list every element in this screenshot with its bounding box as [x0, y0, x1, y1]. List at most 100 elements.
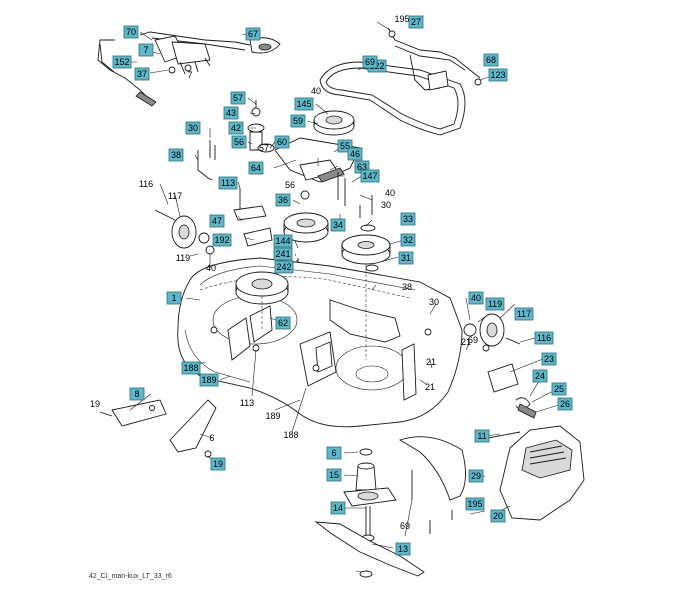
part-number: 38: [171, 150, 181, 160]
part-number-189: 189: [265, 411, 280, 421]
part-callout-23: 23: [541, 352, 557, 366]
part-number: 24: [535, 371, 545, 381]
part-number: 33: [403, 214, 413, 224]
mower-deck-housing: [177, 257, 463, 428]
part-number-30: 30: [429, 297, 439, 307]
part-number-116: 116: [139, 179, 153, 189]
hanger-bracket-left: [99, 399, 217, 458]
part-callout-59: 59: [290, 114, 306, 128]
part-callout-14: 14: [330, 501, 346, 515]
part-number-30: 30: [381, 200, 391, 210]
part-number: 152: [114, 57, 129, 67]
part-callout-20: 20: [490, 509, 506, 523]
part-number: 55: [340, 141, 350, 151]
part-number: 60: [277, 137, 287, 147]
drawing-code: 42_CI_man-kux_LT_33_r6: [89, 573, 172, 580]
part-number: 7: [143, 45, 148, 55]
part-number-19: 19: [90, 399, 100, 409]
part-number: 242: [276, 262, 291, 272]
gauge-wheel-right: [463, 313, 521, 352]
part-number: 34: [333, 220, 343, 230]
pulley-32: [341, 224, 391, 272]
part-number: 6: [331, 448, 336, 458]
part-callout-34: 34: [330, 218, 346, 232]
part-number: 29: [471, 471, 481, 481]
part-callout-25: 25: [551, 382, 567, 396]
part-number: 40: [471, 293, 481, 303]
part-callout-29: 29: [468, 469, 484, 483]
part-number: 119: [488, 299, 502, 309]
part-number: 62: [278, 318, 288, 328]
part-callout-64: 64: [248, 161, 264, 175]
part-callout-188: 188: [181, 361, 201, 375]
leader-lines: [118, 21, 563, 573]
part-number: 147: [362, 171, 377, 181]
part-callout-62: 62: [275, 316, 291, 330]
part-number-117: 117: [168, 191, 182, 201]
part-callout-33: 33: [400, 212, 416, 226]
part-callout-113: 113: [218, 176, 238, 190]
part-callout-37: 37: [134, 67, 150, 81]
part-callout-32: 32: [400, 233, 416, 247]
part-number: 15: [329, 470, 339, 480]
part-number: 192: [214, 235, 229, 245]
part-callout-43: 43: [223, 106, 239, 120]
part-callout-123: 123: [488, 68, 508, 82]
part-callout-11: 11: [474, 429, 490, 443]
part-callout-15: 15: [326, 468, 342, 482]
part-callout-46: 46: [347, 147, 363, 161]
part-number: 23: [544, 354, 554, 364]
part-number: 26: [560, 399, 570, 409]
part-number-21: 21: [461, 337, 471, 347]
part-number-40: 40: [311, 86, 321, 96]
part-number: 8: [134, 389, 139, 399]
lift-lever-assembly: [97, 31, 281, 107]
part-number: 32: [403, 235, 413, 245]
part-callout-241: 241: [273, 247, 293, 261]
part-callout-152: 152: [112, 55, 132, 69]
part-number: 116: [537, 333, 551, 343]
part-number: 123: [490, 70, 505, 80]
part-number: 56: [234, 137, 244, 147]
part-number-113: 113: [240, 398, 254, 408]
part-number: 47: [212, 216, 222, 226]
part-callout-40: 40: [468, 291, 484, 305]
part-callout-27: 27: [408, 15, 424, 29]
part-callout-192: 192: [212, 233, 232, 247]
part-number: 195: [467, 499, 482, 509]
part-number: 25: [554, 384, 564, 394]
part-number: 14: [333, 503, 343, 513]
part-number: 113: [221, 178, 235, 188]
part-callout-30: 30: [185, 121, 201, 135]
part-number: 11: [477, 431, 486, 441]
part-callout-24: 24: [532, 369, 548, 383]
part-number: 70: [126, 27, 136, 37]
part-callout-13: 13: [395, 542, 411, 556]
idler-pulley-145: [313, 110, 355, 136]
part-callout-36: 36: [275, 193, 291, 207]
gauge-wheel-left: [154, 209, 215, 255]
part-number-6: 6: [209, 433, 214, 443]
part-number: 68: [486, 55, 496, 65]
part-number: 46: [350, 149, 360, 159]
part-number: 37: [137, 69, 147, 79]
part-callout-68: 68: [483, 53, 499, 67]
part-number: 43: [226, 108, 236, 118]
part-callout-8: 8: [129, 387, 145, 401]
part-number: 19: [213, 459, 223, 469]
part-callout-60: 60: [274, 135, 290, 149]
part-callout-147: 147: [360, 169, 380, 183]
part-callout-7: 7: [138, 43, 154, 57]
part-number-119: 119: [176, 253, 190, 263]
part-number-21: 21: [426, 357, 436, 367]
part-number: 36: [278, 195, 288, 205]
part-number: 188: [183, 363, 198, 373]
cutting-blade: [314, 521, 425, 578]
part-callout-19: 19: [210, 457, 226, 471]
part-number: 1: [171, 293, 176, 303]
part-number: 30: [188, 123, 198, 133]
part-callout-242: 242: [274, 260, 294, 274]
part-callout-31: 31: [398, 251, 414, 265]
